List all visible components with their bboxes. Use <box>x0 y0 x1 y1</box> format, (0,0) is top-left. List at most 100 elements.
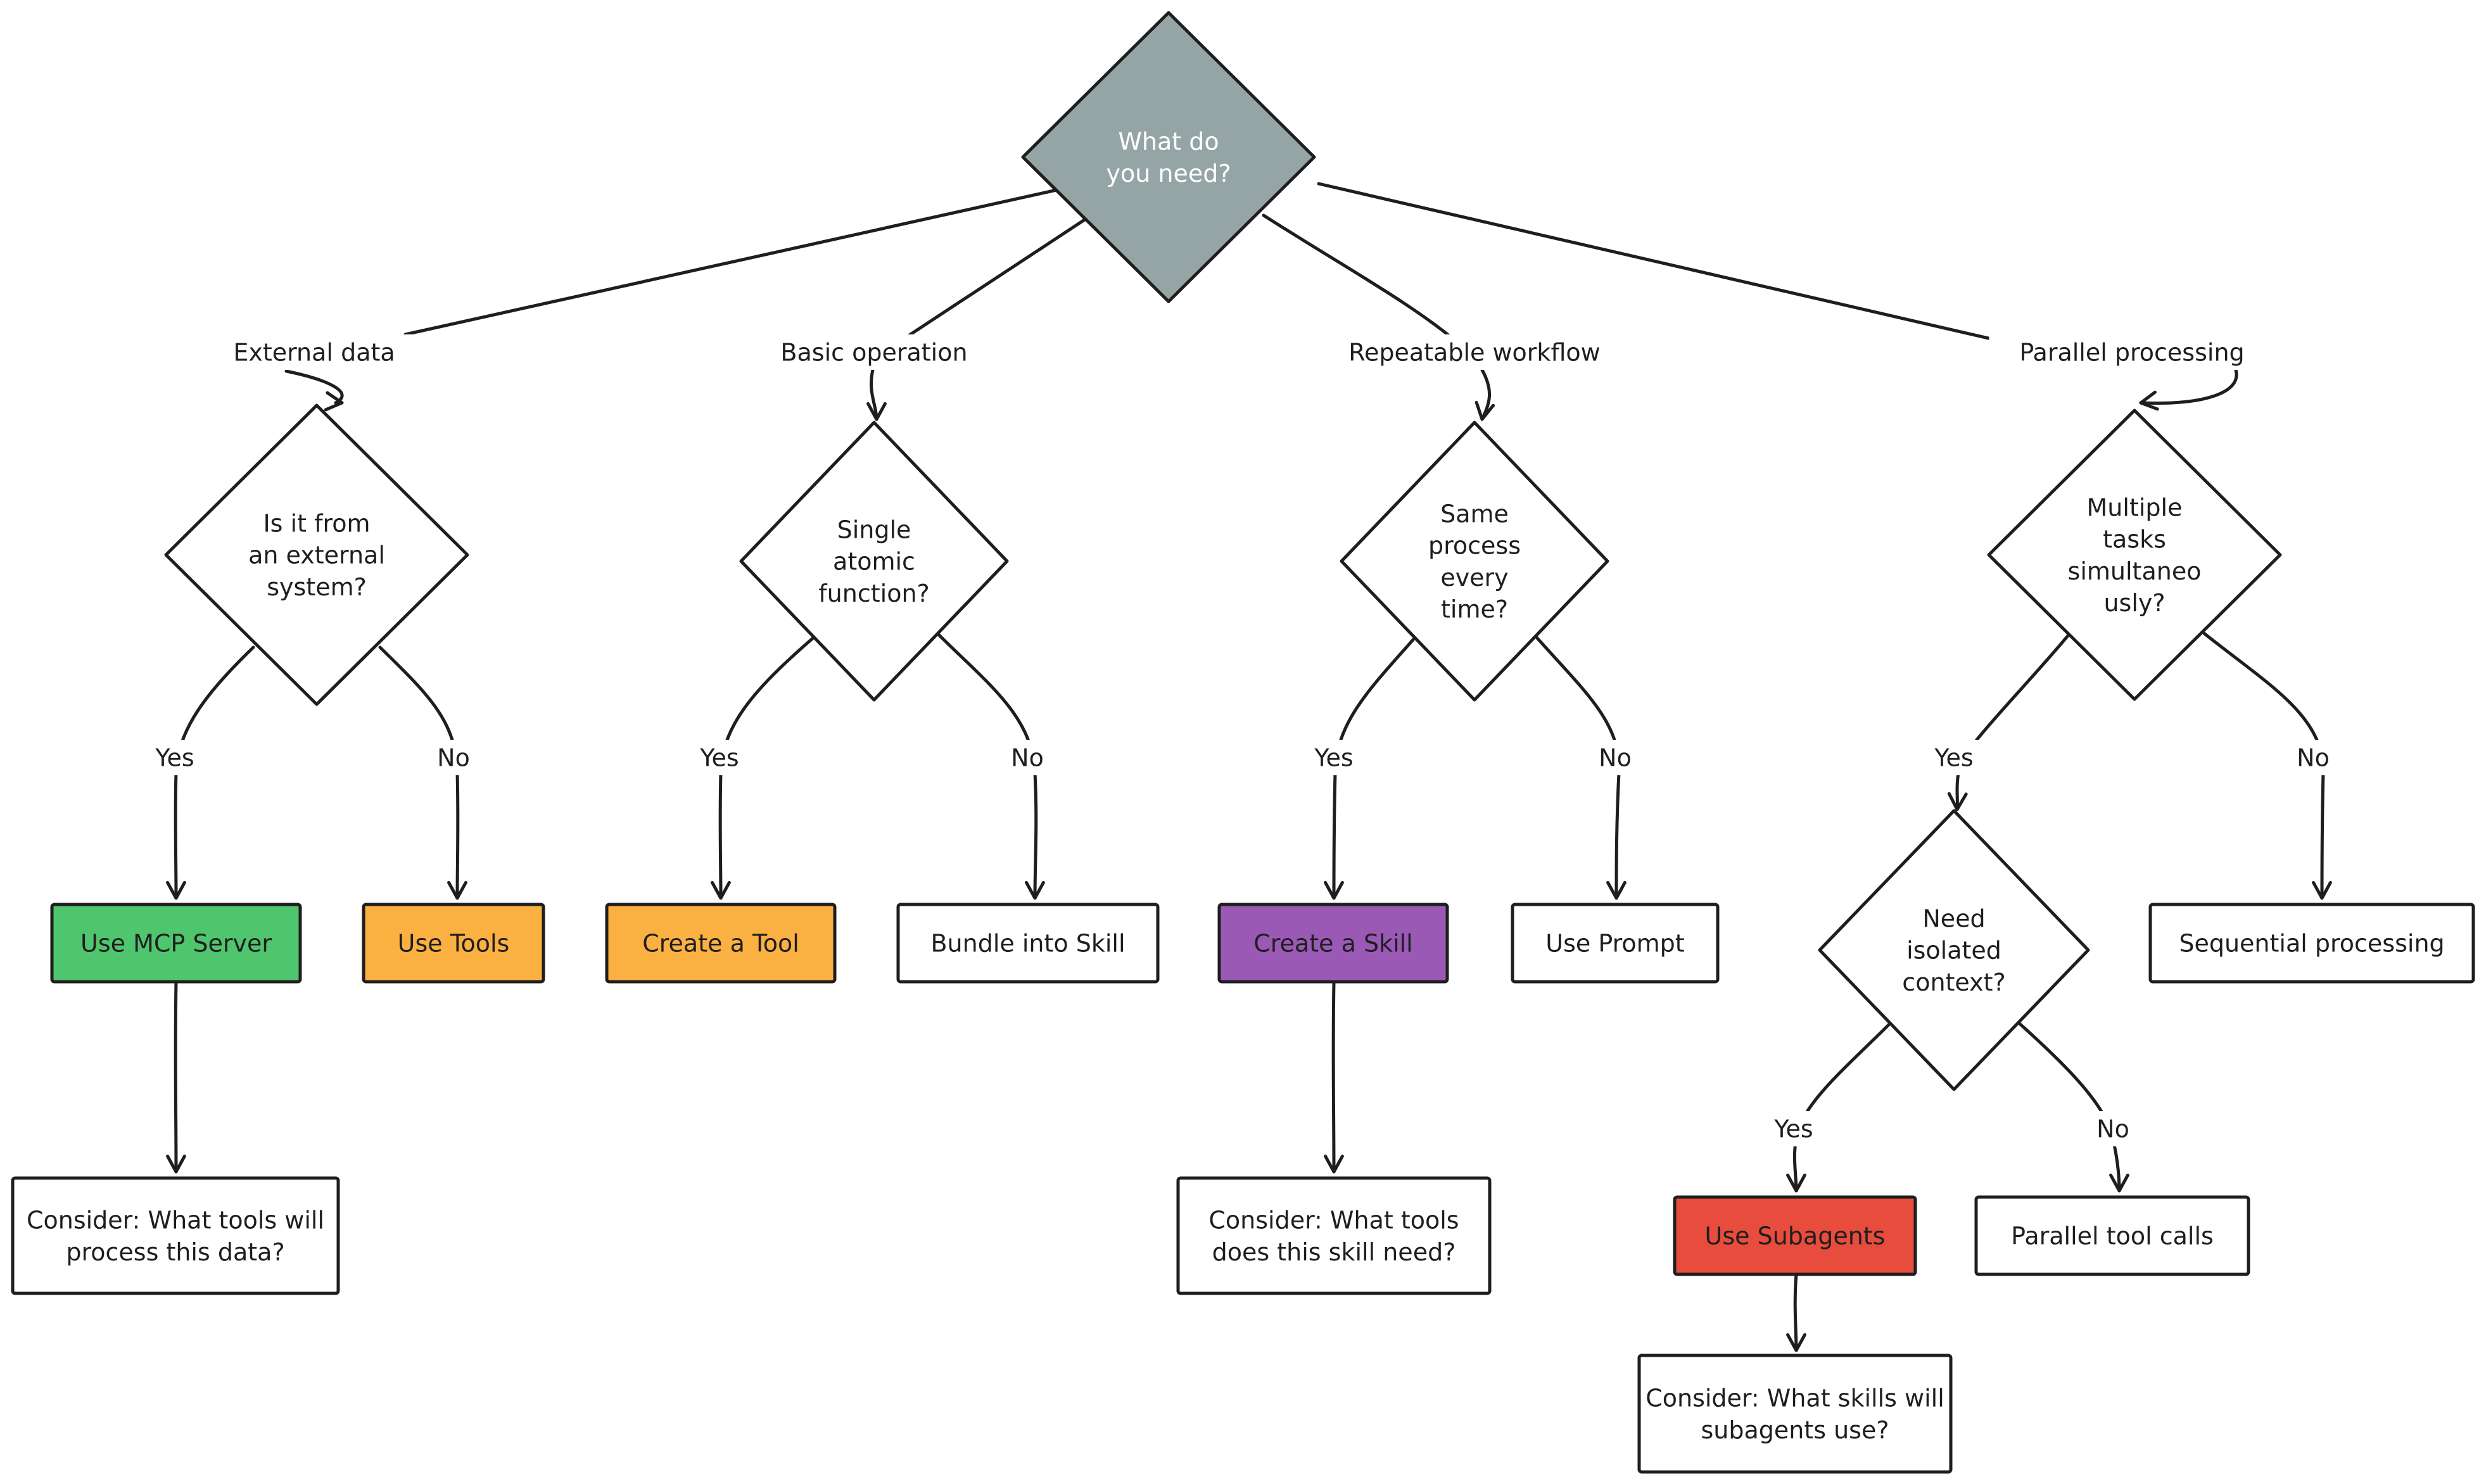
label-d1-yes: Yes <box>147 740 203 775</box>
outcome-create-a-skill-shape <box>1217 903 1449 984</box>
edge-root-basic <box>891 215 1091 348</box>
root-decision-shape <box>1021 11 1316 303</box>
edge-repeat-to-d3-arrowhead <box>1474 400 1495 421</box>
outcome-create-a-tool: Create a Tool <box>605 903 837 984</box>
decision-single-atomic-shape <box>739 421 1009 702</box>
label-d4-yes-background <box>1926 740 1982 775</box>
edge-root-repeatable <box>1262 213 1459 344</box>
label-d4-no-text: No <box>2297 744 2330 772</box>
edge-repeat-to-d3 <box>1474 368 1495 421</box>
edge-root-external <box>403 188 1058 336</box>
edge-d3-yes-arrowhead <box>1324 880 1344 900</box>
outcome-create-a-skill: Create a Skill <box>1217 903 1449 984</box>
label-d4-yes: Yes <box>1926 740 1982 775</box>
label-d1-yes-text: Yes <box>155 744 194 772</box>
label-d4-yes-text: Yes <box>1934 744 1973 772</box>
outcome-create-a-tool-shape <box>605 903 837 984</box>
edge-d4-yes <box>1947 631 2072 811</box>
edge-root-basic-line <box>891 215 1091 348</box>
edge-external-to-d1-line <box>284 369 344 405</box>
label-d3-no-background <box>1595 740 1635 775</box>
outcome-use-mcp-server-shape <box>50 903 302 984</box>
outcome-use-subagents-label: Use Subagents <box>1705 1222 1886 1250</box>
edge-mcp-to-consider-line <box>174 980 178 1174</box>
label-d3-no: No <box>1595 740 1635 775</box>
label-d5-yes-background <box>1766 1111 1822 1146</box>
edge-root-external-line <box>403 188 1058 336</box>
label-d5-yes-text: Yes <box>1773 1115 1813 1143</box>
label-d2-yes-background <box>692 740 747 775</box>
label-basic-operation-background <box>760 334 988 370</box>
label-d4-no: No <box>2293 740 2333 775</box>
edge-d4-yes-arrowhead <box>1947 792 1968 811</box>
label-external-data: External data <box>214 334 414 370</box>
edge-d3-no-arrowhead <box>1606 880 1627 900</box>
edge-mcp-to-consider <box>166 980 186 1174</box>
edge-skill-to-consider-line <box>1331 980 1336 1174</box>
edge-d1-no-arrowhead <box>447 880 467 900</box>
edge-root-repeatable-line <box>1262 213 1459 344</box>
decision-isolated-context-shape <box>1818 809 2090 1091</box>
edge-parallel-to-d4-line <box>2139 368 2238 405</box>
label-d1-no-text: No <box>437 744 470 772</box>
outcome-parallel-tool-calls-shape <box>1974 1195 2250 1276</box>
edge-root-parallel <box>1317 182 2029 349</box>
outcome-use-tools-label: Use Tools <box>398 930 510 958</box>
decision-same-process-shape <box>1340 421 1609 702</box>
label-d3-yes: Yes <box>1306 740 1362 775</box>
outcome-sequential-processing: Sequential processing <box>2148 903 2475 984</box>
label-d2-no-text: No <box>1011 744 1044 772</box>
label-d1-no-background <box>433 740 474 775</box>
edge-d2-yes-arrowhead <box>711 880 731 900</box>
edge-d5-yes-arrowhead <box>1786 1173 1806 1193</box>
outcome-use-tools-shape <box>362 903 545 984</box>
edge-d5-yes-line <box>1792 1019 1894 1193</box>
outcome-sequential-processing-label: Sequential processing <box>2179 930 2444 958</box>
label-d2-no-background <box>1007 740 1048 775</box>
label-repeatable-workflow: Repeatable workflow <box>1331 334 1618 370</box>
outcome-use-subagents: Use Subagents <box>1673 1195 1917 1276</box>
label-d5-no-background <box>2093 1111 2133 1146</box>
outcome-use-prompt-shape <box>1511 903 1720 984</box>
outcome-sequential-processing-shape <box>2148 903 2475 984</box>
label-d1-no: No <box>433 740 474 775</box>
outcome-use-mcp-server-label: Use MCP Server <box>80 930 272 958</box>
label-parallel-processing-background <box>1989 334 2275 370</box>
label-external-data-text: External data <box>233 339 395 367</box>
edge-basic-to-d2 <box>866 368 887 421</box>
label-d3-yes-text: Yes <box>1314 744 1353 772</box>
edge-skill-to-consider-arrowhead <box>1324 1154 1344 1174</box>
outcome-create-a-tool-label: Create a Tool <box>642 930 799 958</box>
label-external-data-background <box>214 334 414 370</box>
note-consider-mcp-shape <box>11 1176 340 1295</box>
outcome-bundle-into-skill-shape <box>896 903 1160 984</box>
edge-d5-no-arrowhead <box>2109 1173 2129 1193</box>
edge-subagents-to-consider-line <box>1793 1272 1798 1352</box>
edge-d4-yes-line <box>1955 631 2072 811</box>
outcome-parallel-tool-calls: Parallel tool calls <box>1974 1195 2250 1276</box>
edge-skill-to-consider <box>1324 980 1344 1174</box>
decision-external-system-shape <box>164 403 469 706</box>
edge-d4-no-arrowhead <box>2312 880 2332 900</box>
label-repeatable-workflow-text: Repeatable workflow <box>1348 339 1600 367</box>
outcome-create-a-skill-label: Create a Skill <box>1253 930 1413 958</box>
edge-parallel-to-d4-arrowhead <box>2139 390 2159 411</box>
label-d2-yes: Yes <box>692 740 747 775</box>
edge-basic-to-d2-line <box>870 368 878 421</box>
decision-multiple-tasks-shape <box>1987 409 2282 701</box>
edge-basic-to-d2-arrowhead <box>866 402 887 421</box>
